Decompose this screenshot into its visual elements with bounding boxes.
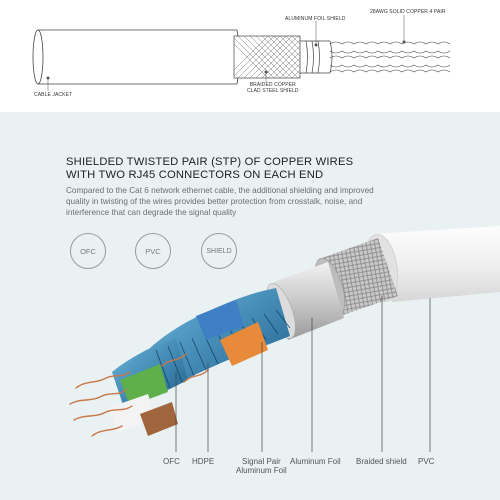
label-copper-pair: 28AWG SOLID COPPER 4 PAIR <box>370 9 446 15</box>
label-ofc: OFC <box>163 457 180 466</box>
label-cable-jacket: CABLE JACKET <box>34 92 73 98</box>
top-leader-lines <box>47 15 405 91</box>
braid-strand <box>243 36 287 78</box>
braid-strand <box>291 69 300 78</box>
braid-strand <box>273 51 300 78</box>
braid-strand <box>285 36 300 51</box>
braid-strand <box>291 36 300 45</box>
pair-strand <box>329 55 451 59</box>
label-braided-line1: BRAIDED COPPER <box>249 82 296 88</box>
braid-strand <box>255 36 299 78</box>
twist-mark <box>263 313 279 335</box>
bottom-leader-lines <box>175 296 431 452</box>
page-title: SHIELDED TWISTED PAIR (STP) OF COPPER WI… <box>66 156 353 182</box>
copper-wire-ends <box>69 353 209 437</box>
twist-mark <box>179 341 195 377</box>
braid-pointer-dot <box>264 70 268 74</box>
twist-mark <box>275 309 291 329</box>
label-braided-line2: CLAD STEEL SHIELD <box>247 88 299 94</box>
badge-ofc: OFC <box>70 233 106 269</box>
twist-mark <box>167 345 183 383</box>
braid-strand <box>237 36 281 78</box>
twist-mark <box>191 337 207 371</box>
label-hdpe: HDPE <box>192 457 215 466</box>
pair-strand <box>329 41 451 45</box>
braid-strand <box>267 45 300 78</box>
braid-strand <box>285 63 300 78</box>
label-aluminum-foil-shield: ALUMINUM FOIL SHIELD <box>285 16 346 22</box>
label-pvc: PVC <box>418 457 435 466</box>
braid-strand <box>279 57 300 78</box>
braid-strand <box>249 36 293 78</box>
label-aluminum-foil: Aluminum Foil <box>290 457 341 466</box>
badge-shield: SHIELD <box>201 233 237 269</box>
label-signal-pair-line2: Aluminum Foil <box>236 466 287 475</box>
braid-strand <box>279 36 300 57</box>
label-signal-pair-line1: Signal Pair <box>242 457 281 466</box>
jacket-pointer-dot <box>46 76 50 80</box>
label-signal-pair: Signal Pair Aluminum Foil <box>236 457 287 475</box>
cable-line-diagram <box>32 15 451 91</box>
pair-strand <box>329 69 451 73</box>
twisted-pairs-drawing <box>329 41 451 73</box>
pair-strand <box>329 64 451 68</box>
title-line-2: WITH TWO RJ45 CONNECTORS ON EACH END <box>66 169 324 181</box>
braid-strand <box>261 39 300 78</box>
copper-pair-pointer-dot <box>402 40 406 44</box>
title-line-1: SHIELDED TWISTED PAIR (STP) OF COPPER WI… <box>66 156 354 168</box>
conductors <box>108 300 268 436</box>
pair-strand <box>329 50 451 54</box>
braid-strand <box>234 36 269 71</box>
foil-pointer-dot <box>314 43 318 47</box>
twist-mark <box>155 349 171 389</box>
label-braided-shield-bottom: Braided shield <box>356 457 407 466</box>
description-text: Compared to the Cat 6 network ethernet c… <box>66 186 374 217</box>
label-braided-shield: BRAIDED COPPER CLAD STEEL SHIELD <box>247 82 299 94</box>
braid-strand <box>234 36 275 77</box>
badge-pvc: PVC <box>135 233 171 269</box>
